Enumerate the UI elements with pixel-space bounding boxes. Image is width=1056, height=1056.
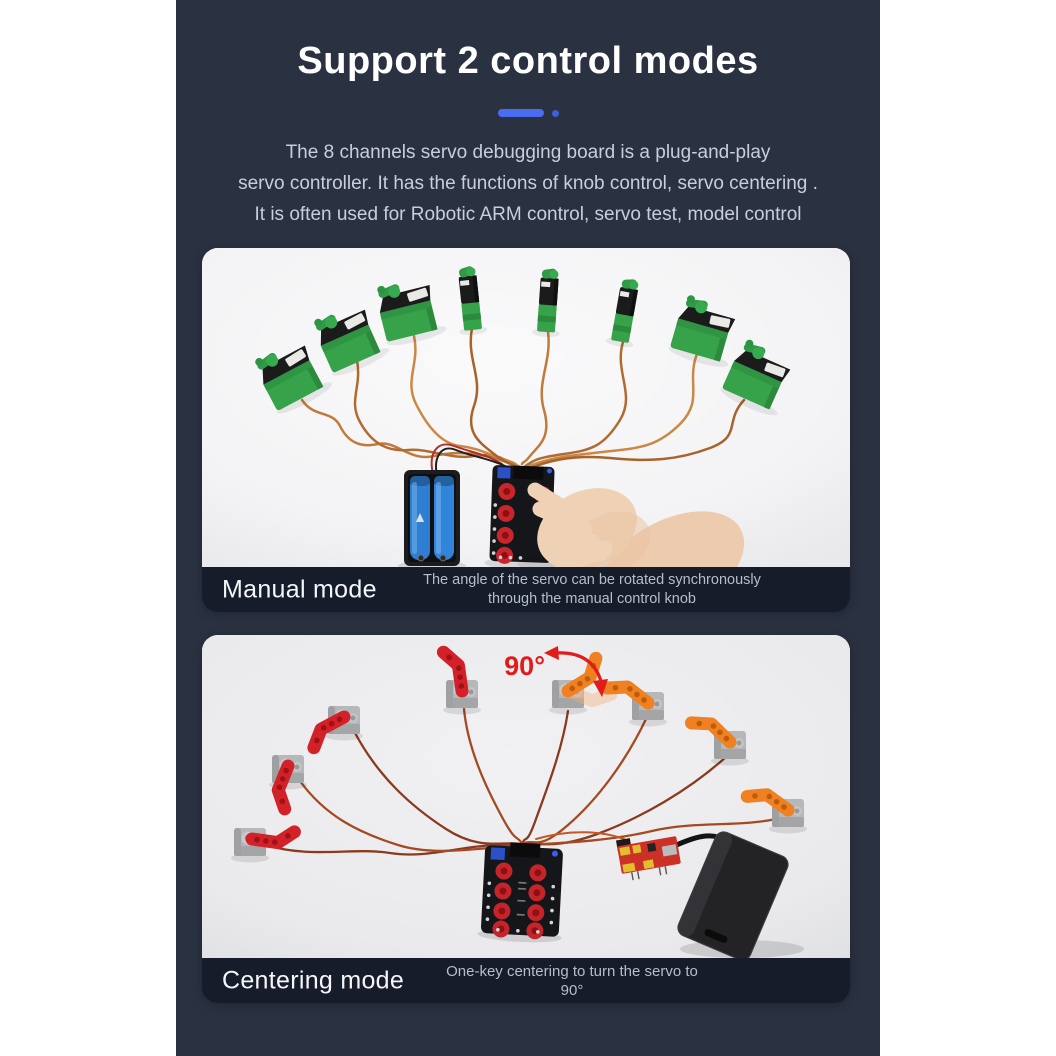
intro-paragraph: The 8 channels servo debugging board is … <box>176 137 880 230</box>
manual-mode-caption-bar: Manual mode The angle of the servo can b… <box>202 567 850 612</box>
battery-cell <box>410 476 430 560</box>
silkscreen <box>516 881 527 916</box>
terminal-block <box>490 847 506 861</box>
intro-line: servo controller. It has the functions o… <box>238 173 818 194</box>
power-led <box>551 850 558 857</box>
content-column: Support 2 control modes The 8 channels s… <box>176 0 880 1056</box>
title-divider <box>176 109 880 117</box>
servo-connector <box>509 842 541 858</box>
centering-mode-caption-bar: Centering mode One-key centering to turn… <box>202 958 850 1003</box>
manual-mode-description: The angle of the servo can be rotated sy… <box>423 571 761 607</box>
battery-holder <box>398 470 466 567</box>
intro-line: It is often used for Robotic ARM control… <box>254 204 802 225</box>
centering-mode-panel: 90° Centering mode One-key centering to … <box>202 635 850 1003</box>
page-title: Support 2 control modes <box>297 40 759 82</box>
manual-mode-label: Manual mode <box>222 575 377 603</box>
manual-mode-panel: Manual mode The angle of the servo can b… <box>202 248 850 612</box>
hand <box>517 482 745 567</box>
manual-mode-photo <box>202 248 850 567</box>
battery-cell <box>434 476 454 560</box>
servo-connector <box>513 465 544 480</box>
rotation-annotation: 90° <box>504 646 608 697</box>
usb-port <box>661 844 678 857</box>
servo-debug-board <box>477 842 563 943</box>
battery-power-wires <box>430 443 506 477</box>
dip-switch <box>497 467 511 479</box>
centering-mode-description: One-key centering to turn the servo to 9… <box>446 962 698 999</box>
power-led <box>547 468 553 474</box>
through-holes <box>491 503 523 560</box>
divider-dot-icon <box>551 110 559 117</box>
intro-line: The 8 channels servo debugging board is … <box>285 142 771 163</box>
angle-label: 90° <box>504 651 545 681</box>
control-knobs <box>492 862 547 940</box>
through-holes <box>485 881 556 934</box>
servo-wires <box>300 326 746 472</box>
power-driver-pcb <box>615 836 681 881</box>
centering-mode-photo: 90° <box>202 635 850 958</box>
power-adapter <box>677 831 804 958</box>
divider-bar-icon <box>497 109 544 117</box>
centering-mode-label: Centering mode <box>222 966 405 994</box>
rotation-arrow-icon <box>555 651 604 686</box>
